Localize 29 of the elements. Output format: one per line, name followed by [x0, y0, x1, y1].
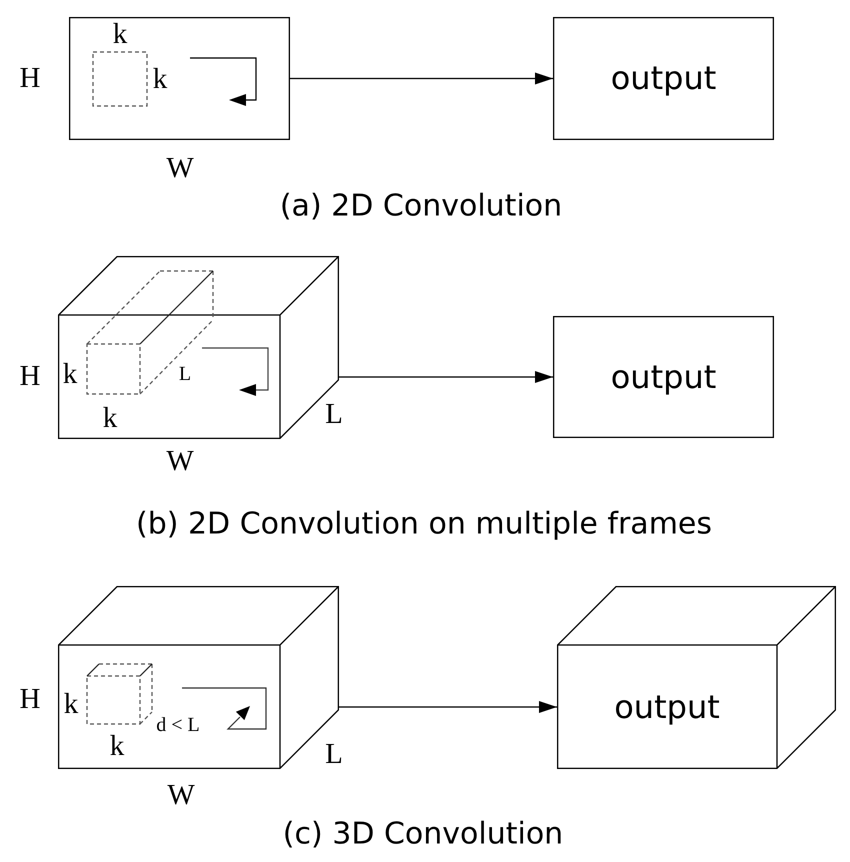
dimension-label: k	[64, 689, 78, 721]
dimension-label: L	[325, 739, 343, 771]
input-rectangle	[69, 17, 290, 140]
dimension-label: W	[166, 446, 194, 478]
node-label: output	[614, 688, 720, 726]
dimension-label: k	[112, 19, 128, 51]
dimension-label: d < L	[156, 714, 200, 736]
dimension-label: W	[167, 780, 195, 812]
node-label: output	[610, 358, 716, 396]
dimension-label: L	[325, 399, 343, 431]
dimension-label: k	[102, 403, 118, 435]
dimension-label: k	[152, 64, 168, 96]
panel-caption: (c) 3D Convolution	[282, 818, 564, 850]
arrow	[339, 701, 557, 713]
dimension-label: H	[20, 63, 40, 95]
dimension-label: H	[20, 684, 40, 716]
dimension-label: L	[178, 363, 192, 385]
output-rectangle	[553, 316, 774, 438]
dimension-label: k	[110, 731, 124, 763]
dimension-label: k	[62, 359, 78, 391]
arrow	[290, 72, 553, 84]
dimension-label: H	[20, 361, 40, 393]
output-rectangle	[553, 17, 774, 140]
panel-caption: (a) 2D Convolution	[280, 190, 562, 222]
node-label: output	[610, 60, 716, 97]
arrow	[339, 371, 553, 383]
dimension-label: W	[166, 153, 194, 185]
output-cuboid	[557, 586, 836, 769]
panel-caption: (b) 2D Convolution on multiple frames	[136, 508, 712, 540]
